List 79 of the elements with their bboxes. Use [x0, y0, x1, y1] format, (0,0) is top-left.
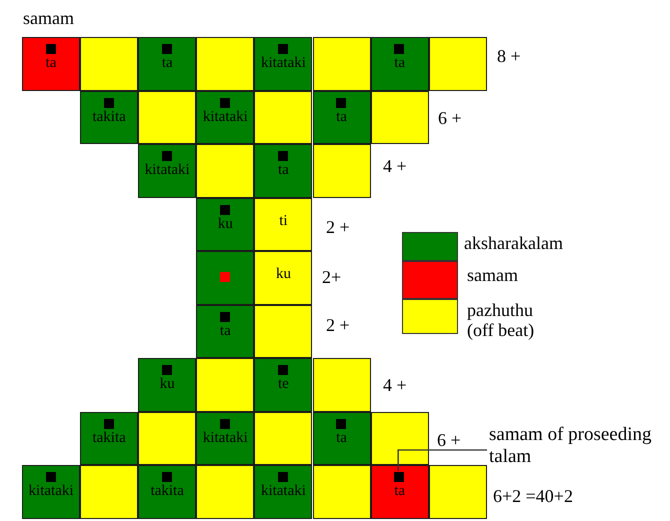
grid-cell [370, 465, 429, 518]
grid-cell [312, 144, 371, 198]
syllable-text: ku [158, 376, 176, 393]
grid-cell [138, 465, 196, 518]
grid-cell [254, 198, 312, 251]
syllable-text: ta [44, 55, 58, 72]
syllable-text: ku [216, 216, 234, 232]
grid-cell [254, 37, 312, 90]
syllable-text: kitataki [202, 108, 249, 126]
grid-cell [196, 304, 254, 358]
syllable-text: kitataki [144, 162, 191, 179]
syllable-text: kitataki [260, 483, 307, 500]
syllable-text: ta [218, 322, 232, 340]
grid-cell [138, 358, 196, 412]
syllable-text: takita [91, 430, 127, 446]
legend-text: aksharakalam [464, 233, 564, 253]
grid-cell [312, 90, 371, 144]
grid-cell [312, 412, 371, 465]
grid-cell [196, 37, 254, 90]
grid-cell [80, 90, 138, 144]
grid-cell [196, 358, 254, 412]
legend-text: pazhuthu (off beat) [467, 300, 536, 340]
grid-cell [196, 90, 254, 144]
grid-cell [254, 144, 312, 198]
grid-cell [138, 412, 196, 465]
grid-cell [254, 90, 312, 144]
heading-text: samam [23, 8, 74, 28]
count-label: 2 + [326, 315, 350, 335]
grid-cell [254, 412, 312, 465]
count-label: 6 + [438, 108, 462, 128]
grid-cell [138, 144, 196, 198]
grid-cell [254, 304, 312, 358]
grid-cell [196, 251, 254, 304]
grid-cell [312, 465, 371, 518]
grid-cell [138, 90, 196, 144]
syllable-text: ta [335, 430, 348, 446]
syllable-text: ku [274, 266, 292, 283]
grid-cell [312, 37, 371, 90]
grid-cell [80, 37, 138, 90]
syllable-text: ta [393, 483, 406, 500]
grid-cell [428, 465, 487, 518]
grid-cell [312, 358, 371, 412]
grid-cell [196, 198, 254, 251]
syllable-text: ta [160, 55, 174, 72]
legend-text: samam [467, 265, 519, 285]
grid-cell [428, 37, 487, 90]
leader-line [398, 449, 487, 471]
syllable-text: ta [393, 55, 406, 72]
count-label: 6 + [437, 430, 461, 450]
grid-cell [370, 412, 429, 465]
count-label: 8 + [497, 46, 521, 66]
grid-cell [196, 412, 254, 465]
grid-cell [254, 465, 312, 518]
syllable-text: te [277, 376, 290, 393]
grid-cell [196, 465, 254, 518]
count-label: 6+2 =40+2 [493, 486, 573, 506]
syllable-text: takita [150, 483, 185, 500]
grid-cell [80, 465, 138, 518]
syllable-text: ti [278, 212, 289, 230]
grid-cell [370, 37, 429, 90]
syllable-text: kitataki [260, 55, 307, 72]
grid-cell [138, 37, 196, 90]
grid-cell [22, 465, 80, 518]
syllable-text: ta [335, 108, 348, 126]
syllable-text: ta [277, 162, 290, 179]
grid-cell [80, 412, 138, 465]
callout-text: samam of proseeding talam [489, 424, 667, 468]
count-label: 2+ [322, 267, 342, 287]
grid-cell [254, 251, 312, 304]
count-label: 2 + [326, 217, 350, 237]
grid-cell [196, 144, 254, 198]
count-label: 4 + [383, 156, 407, 176]
grid-cell [370, 90, 429, 144]
syllable-text: kitataki [202, 430, 249, 446]
count-label: 4 + [383, 375, 407, 395]
syllable-text: kitataki [28, 483, 75, 500]
syllable-text: takita [91, 108, 127, 126]
grid-cell [22, 37, 80, 90]
grid-cell [254, 358, 312, 412]
